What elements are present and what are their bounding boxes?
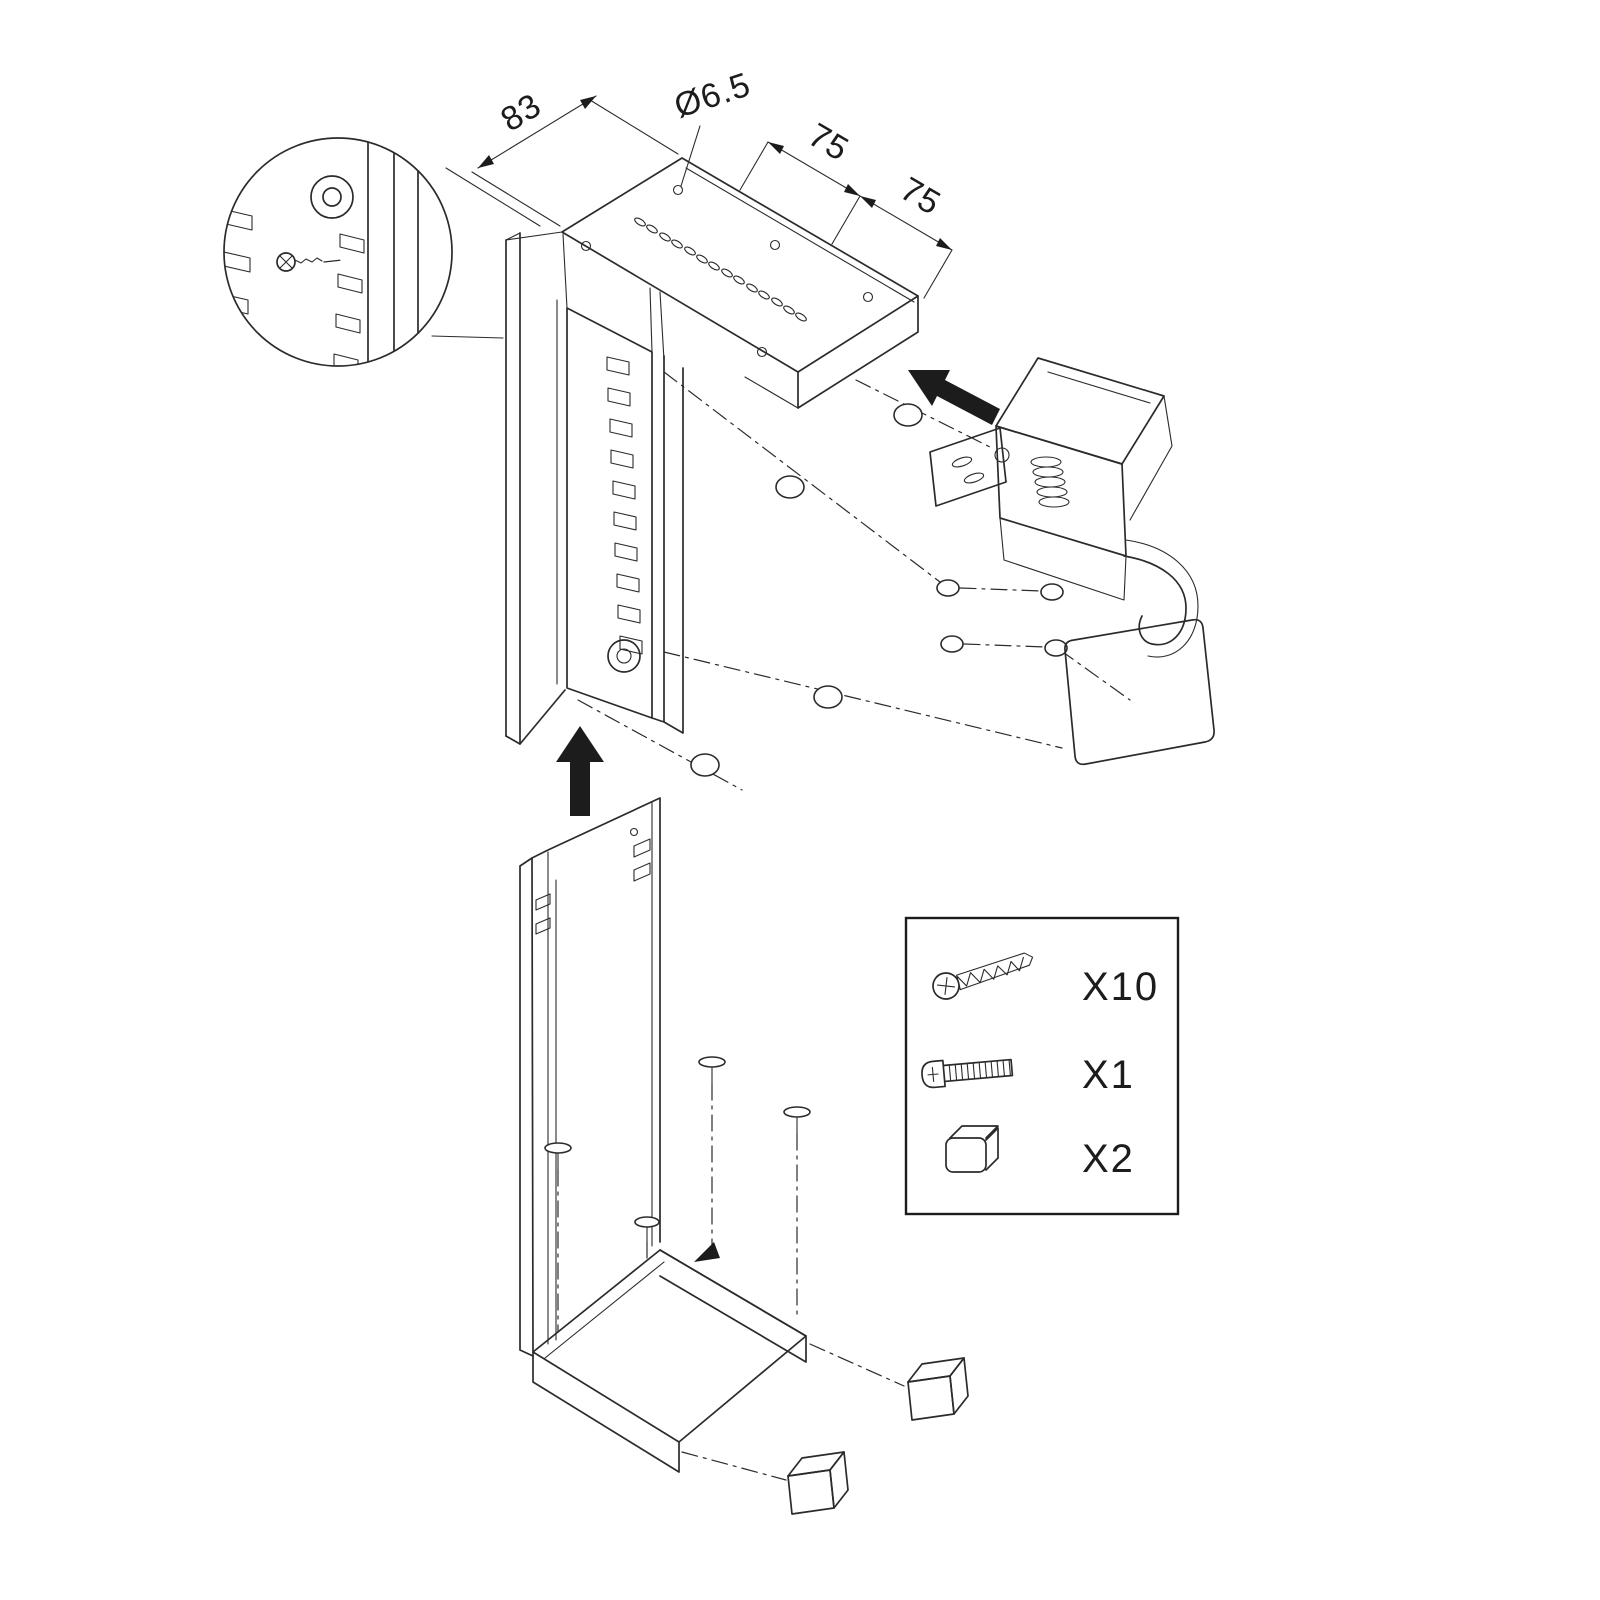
top-bracket <box>505 157 919 745</box>
detail-screw-icon <box>276 252 343 272</box>
detail-callout <box>223 137 541 367</box>
dimension-hole-diameter: Ø6.5 <box>670 65 756 187</box>
plate-louver-slots <box>634 217 807 322</box>
round-plug <box>690 753 720 777</box>
plate-holes <box>580 184 874 358</box>
end-cap-box-icon <box>945 1125 999 1173</box>
parts-box: X10 X1 X2 <box>904 916 1180 1216</box>
dim-label-75-b: 75 <box>894 170 948 223</box>
push-pin-icon <box>544 1142 572 1154</box>
clamp-body <box>995 425 1127 557</box>
parts-box-frame <box>904 916 1180 1216</box>
push-pin-icon <box>783 1106 811 1118</box>
end-caps <box>681 1343 969 1515</box>
dim-label-83: 83 <box>494 86 548 139</box>
callout-content <box>224 139 419 366</box>
slotted-column <box>505 231 684 745</box>
tapping-screw-icon <box>932 952 1034 1000</box>
clamp-pad-plate <box>1064 618 1215 766</box>
clamp-hook <box>1123 555 1187 646</box>
round-plug <box>813 685 843 709</box>
insert-arrow-icon <box>694 1242 720 1262</box>
arrow-left-icon <box>908 370 1000 425</box>
push-pins <box>544 1056 811 1333</box>
clamp-latch <box>929 427 1010 507</box>
dim-label-75-a: 75 <box>802 116 856 169</box>
clamp-assembly <box>929 357 1215 766</box>
clamp-top-flap <box>995 357 1165 465</box>
end-cap-icon <box>907 1357 969 1421</box>
round-plug <box>775 475 805 499</box>
qty-label-screws: X10 <box>1082 965 1159 1009</box>
push-pin-icon <box>634 1216 660 1228</box>
dim-label-diameter: Ø6.5 <box>670 65 756 125</box>
bottom-tray <box>532 1249 807 1473</box>
dimension-75-spacings: 75 75 <box>739 116 953 299</box>
callout-leader-top <box>445 167 541 227</box>
push-pin-icon <box>698 1056 726 1068</box>
qty-label-machine-screw: X1 <box>1082 1053 1135 1097</box>
latch-pivot-screw-icon <box>994 447 1010 463</box>
arrow-up-icon <box>556 726 604 816</box>
column-lock-icon <box>607 639 641 673</box>
lower-channel <box>519 797 807 1473</box>
end-cap-icon <box>787 1451 849 1515</box>
dimension-83: 83 <box>471 86 679 227</box>
round-plugs <box>690 403 923 777</box>
round-plug <box>893 403 923 427</box>
lock-cylinder-icon <box>310 175 354 219</box>
qty-label-caps: X2 <box>1082 1137 1135 1181</box>
assembly-arrows <box>556 370 1000 816</box>
clamp-spring-icon <box>1030 456 1070 508</box>
callout-leader-bottom <box>431 335 504 339</box>
machine-screw-icon <box>921 1058 1014 1089</box>
alignment-lines <box>577 371 1131 791</box>
